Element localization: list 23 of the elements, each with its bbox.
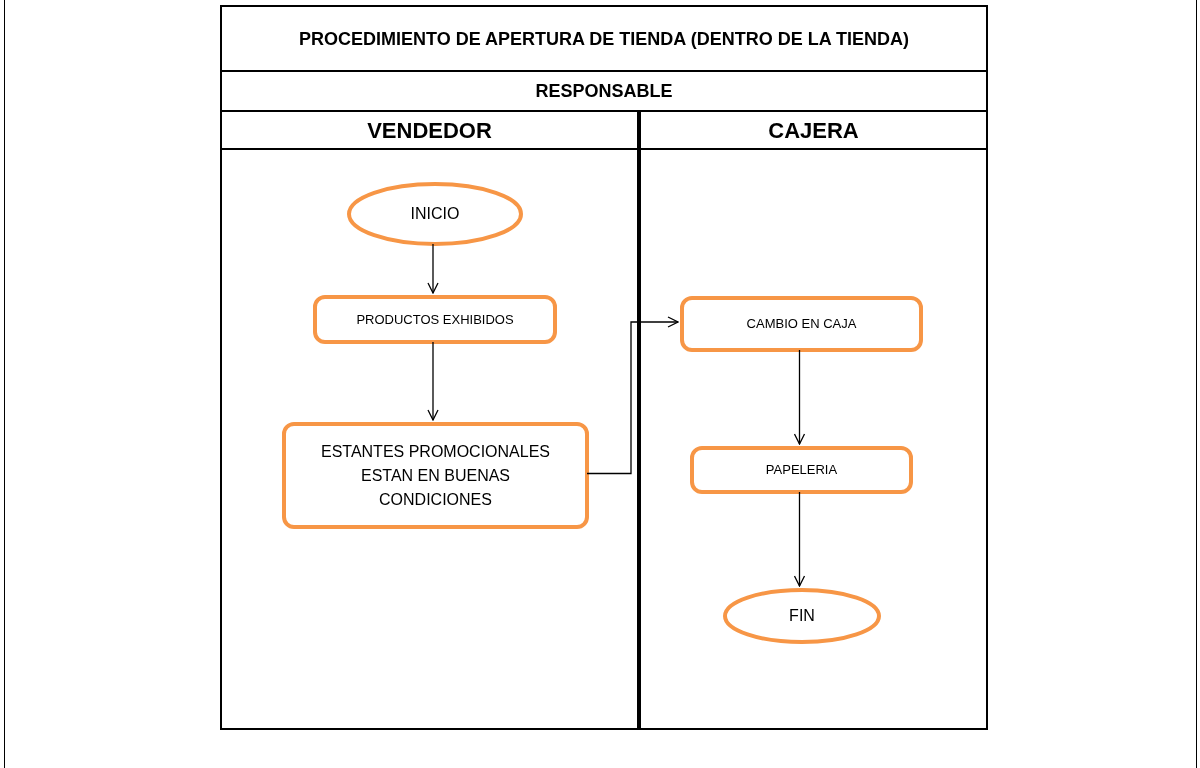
node-label: INICIO	[410, 204, 460, 224]
swimlane	[639, 110, 988, 730]
arrow	[586, 316, 679, 475]
process-box	[282, 422, 589, 529]
arrow	[793, 349, 806, 445]
arrow	[427, 243, 439, 294]
arrow	[427, 341, 439, 421]
arrow	[793, 491, 806, 587]
node-label: PRODUCTOS EXHIBIDOS	[356, 310, 514, 329]
title: PROCEDIMIENTO DE APERTURA DE TIENDA (DENTRO DE LA TIENDA)	[220, 5, 988, 72]
node-label: ESTANTES PROMOCIONALES ESTAN EN BUENAS CONDICIONES	[319, 441, 552, 510]
process-box	[313, 295, 557, 344]
terminal-ellipse	[347, 182, 523, 246]
process-box	[680, 296, 923, 352]
process-box	[690, 446, 913, 494]
terminal-ellipse	[723, 588, 881, 644]
lane-heading: CAJERA	[641, 112, 986, 150]
lane-heading: VENDEDOR	[222, 112, 637, 150]
header-cell: RESPONSABLE	[220, 72, 988, 110]
node-label: PAPELERIA	[765, 461, 838, 480]
swimlane	[220, 110, 639, 730]
node-label: FIN	[789, 606, 815, 626]
node-label: CAMBIO EN CAJA	[746, 315, 857, 334]
